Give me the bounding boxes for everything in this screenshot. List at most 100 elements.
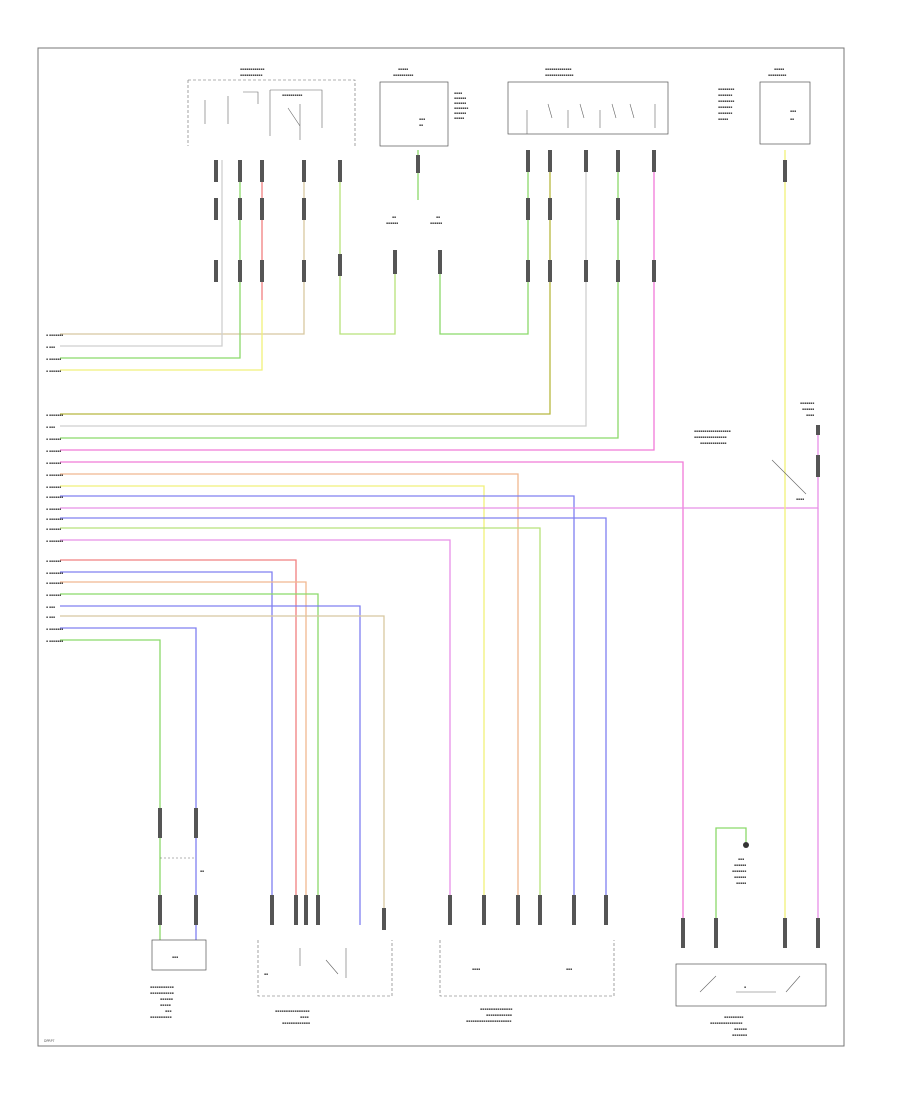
wiring-label: ▪▪▪▪▪▪▪▪▪▪▪▪ (486, 1013, 512, 1017)
connector-pin (214, 198, 218, 220)
wiring-label: ▪▪▪▪▪▪▪ (718, 111, 732, 115)
wiring-label: ▪▪▪▪▪▪▪▪ (718, 99, 734, 103)
connector-pin (260, 198, 264, 220)
wiring-label: ▪▪▪▪▪▪▪▪▪▪▪▪▪ (700, 441, 726, 445)
connector-pin (393, 250, 397, 274)
wiring-label: ▪▪▪▪▪ (398, 67, 408, 71)
wiring-label: ▪▪▪▪▪▪▪▪ (718, 87, 734, 91)
wiring-label: ▪ ▪▪▪▪▪▪▪ (46, 639, 63, 643)
wiring-label: ▪▪▪▪▪ (718, 117, 728, 121)
connector-pin (526, 260, 530, 282)
diagram-shape (379, 81, 449, 147)
wiring-label: ▪▪▪▪▪▪▪▪▪▪▪ (240, 73, 262, 77)
connector-icon (652, 150, 656, 282)
connector-pin (616, 150, 620, 172)
wire-trace (60, 517, 607, 925)
connector-pin (214, 160, 218, 182)
wiring-label: ▪▪▪ (790, 109, 796, 113)
connector-pin (652, 150, 656, 172)
shifter-assembly: ▪▪▪▪▪▪▪▪▪▪▪▪ ▪▪▪▪▪▪▪▪▪▪▪ ▪▪▪▪▪▪▪▪▪▪ (187, 67, 356, 146)
wiring-label: ▪ ▪▪▪▪▪▪ (46, 559, 61, 563)
wiring-label: ▪▪▪▪▪ (160, 1003, 171, 1007)
connector-icon (238, 160, 242, 282)
wire-trace (60, 605, 361, 925)
wiring-label: ▪▪▪▪▪▪▪▪▪▪▪▪▪▪▪▪▪▪ (694, 429, 731, 433)
connector-pin (584, 260, 588, 282)
wire-trace (60, 571, 273, 925)
bus-labels: ▪ ▪▪▪▪▪▪▪ ▪ ▪▪▪ ▪ ▪▪▪▪▪▪ ▪ ▪▪▪▪▪▪ ▪ ▪▪▪▪… (46, 333, 63, 643)
wiring-label: ▪▪▪▪▪▪▪ (800, 401, 814, 405)
connector-pin (194, 895, 198, 925)
wiring-label: ▪▪▪▪▪▪▪▪▪▪▪▪▪▪ (545, 73, 573, 77)
wire-trace (60, 300, 263, 371)
wiring-label: ▪▪▪▪▪ (736, 881, 746, 885)
connector-pin (482, 895, 486, 925)
connector-icon (816, 425, 820, 477)
wiring-label: ▪▪▪▪▪▪▪▪▪▪ (150, 1015, 172, 1019)
connector-pin (783, 160, 787, 182)
connector-pin (316, 895, 320, 925)
wiring-label: ▪▪▪ (165, 1009, 171, 1013)
shifter-switch-assembly: ▪▪▪▪▪▪▪▪▪▪▪▪▪ ▪▪▪▪▪▪▪▪▪▪▪▪▪▪ (507, 67, 669, 135)
connector-icon (416, 155, 420, 173)
diagram-frame (37, 47, 845, 1047)
wiring-label: ▪▪▪▪▪▪ (802, 407, 814, 411)
wiring-label: ▪▪▪▪ (806, 413, 814, 417)
connector-pin (294, 895, 298, 925)
connector-pin (416, 155, 420, 173)
wiring-label: ▪▪ (790, 117, 794, 121)
diagram-shape (526, 103, 656, 134)
connector-pin (238, 260, 242, 282)
connector-icon (158, 808, 162, 925)
wire-trace (715, 827, 747, 925)
wiring-label: ▪▪▪▪▪▪▪▪▪▪▪ (150, 985, 174, 989)
wiring-label: ▪▪▪▪▪▪▪ (454, 106, 468, 110)
wire-trace (60, 160, 241, 359)
wiring-label: ▪▪▪▪▪▪▪▪▪▪▪▪▪▪▪ (480, 1007, 512, 1011)
connector-pin (338, 254, 342, 276)
connector-pin (260, 260, 264, 282)
wiring-label: ▪▪▪▪▪▪▪▪▪▪▪▪▪▪▪ (710, 1021, 742, 1025)
connector-pin (158, 895, 162, 925)
wiring-label: ▪ ▪▪▪▪▪▪▪ (46, 539, 63, 543)
wire-trace (60, 160, 655, 451)
connector-pin (526, 150, 530, 172)
connector-pin (604, 895, 608, 925)
wire-trace (60, 160, 223, 347)
wiring-label: ▪▪▪▪▪▪▪▪▪ (768, 73, 786, 77)
wire-trace (439, 160, 529, 335)
wiring-label: ▪▪▪▪▪ (774, 67, 784, 71)
wiring-label: ▪▪▪▪▪▪▪▪▪▪▪▪▪ (282, 1021, 310, 1025)
wiring-label: ▪ ▪▪▪▪▪▪▪ (46, 581, 63, 585)
connector-pin (448, 895, 452, 925)
fuse-box-right: ▪▪▪▪▪ ▪▪▪▪▪▪▪▪▪ ▪▪▪▪▪▪▪▪ ▪▪▪▪▪▪▪ ▪▪▪▪▪▪▪… (718, 67, 811, 145)
wiring-label: ▪ ▪▪▪▪▪▪▪ (46, 571, 63, 575)
wiring-label: ▪ ▪▪▪▪▪▪ (46, 461, 61, 465)
connector-pin (260, 160, 264, 182)
connector-pin (438, 250, 442, 274)
transmission-range-sensor: ▪▪▪ ▪▪▪▪▪▪▪▪▪▪▪ ▪▪▪▪▪▪▪▪▪▪▪ ▪▪▪▪▪▪ ▪▪▪▪▪… (150, 939, 207, 1019)
diagram-shape (187, 79, 356, 146)
diagram-shape (507, 81, 669, 135)
wiring-label: ▪▪▪ (419, 117, 425, 121)
connector-icon (548, 150, 552, 282)
wiring-label: ▪▪▪▪▪ (454, 116, 464, 120)
wiring-label: ▪ ▪▪▪▪▪▪ (46, 449, 61, 453)
connector-pin (302, 260, 306, 282)
connector-pin (238, 198, 242, 220)
diagram-code: DPRP7 (44, 1039, 55, 1043)
connector-icon (260, 160, 264, 282)
wiring-label: ▪▪▪ (172, 955, 178, 959)
wiring-label: ▪ ▪▪▪▪▪▪ (46, 485, 61, 489)
wiring-label: ▪▪▪▪▪▪ (734, 875, 746, 879)
connector-pin (584, 150, 588, 172)
wiring-label: ▪▪▪▪▪▪▪▪▪▪ (393, 73, 413, 77)
connector-pin (714, 918, 718, 948)
wiring-label: ▪▪▪▪ (796, 497, 804, 501)
connector-pin (816, 918, 820, 948)
wiring-label: ▪▪▪▪▪▪ (454, 101, 466, 105)
wire-trace (339, 160, 396, 335)
connector-pin (516, 895, 520, 925)
connector-icon (393, 250, 442, 274)
connectors: ▪▪ ▪▪▪▪▪▪ ▪▪ ▪▪▪▪▪▪ (158, 150, 820, 948)
